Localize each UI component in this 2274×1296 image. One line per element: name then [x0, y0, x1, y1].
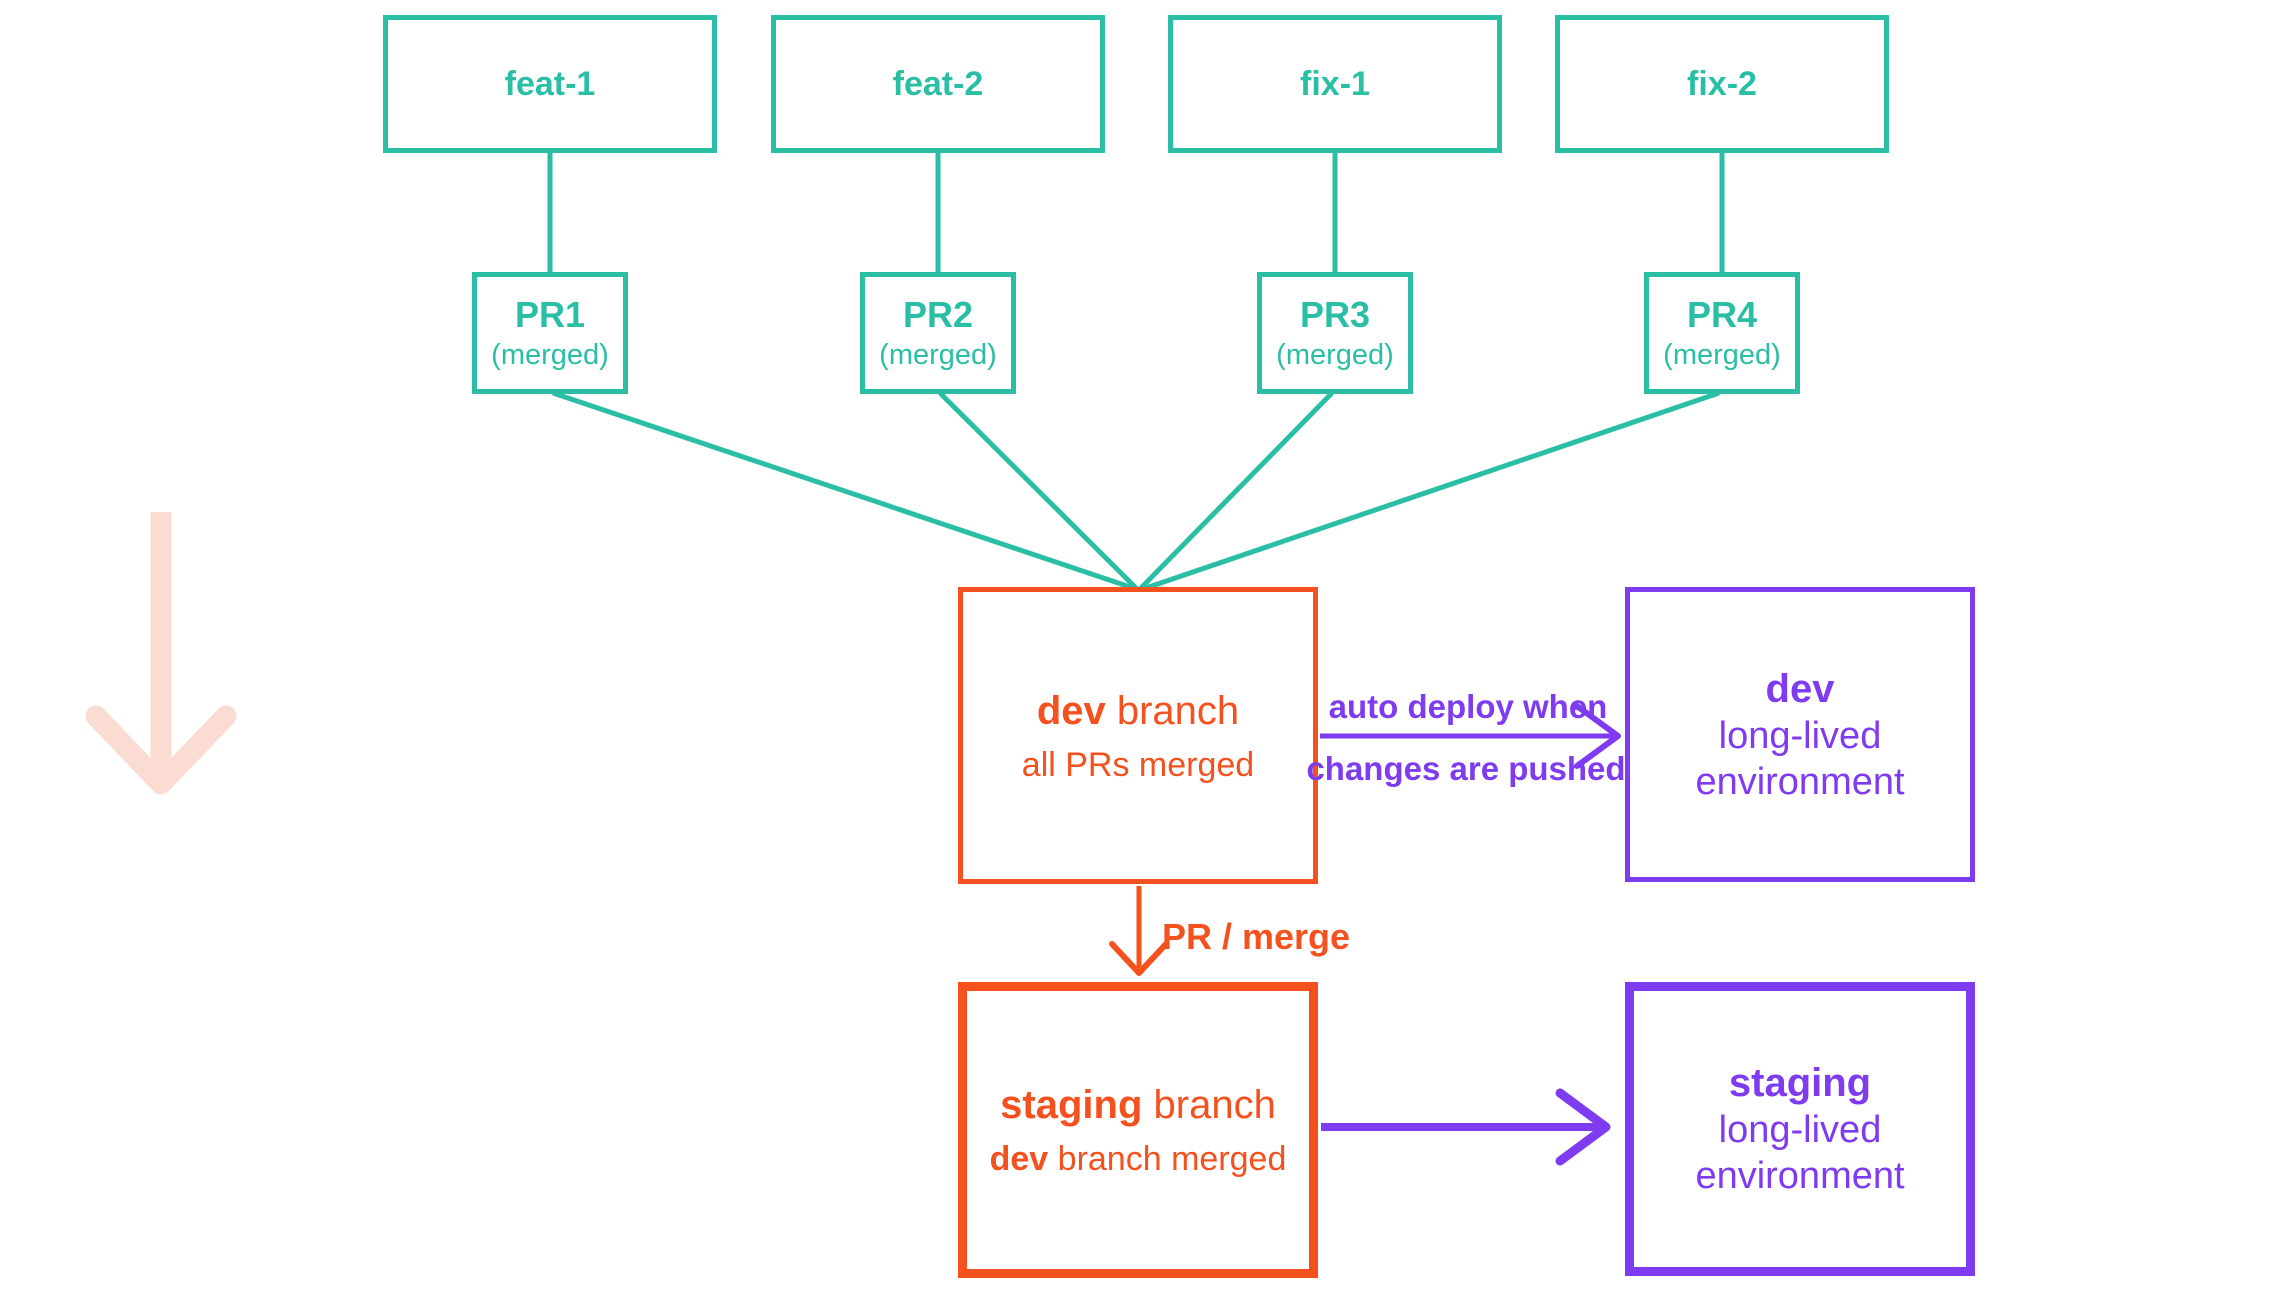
pr-label: PR4 — [1686, 293, 1758, 335]
big-down-arrow-icon — [85, 512, 237, 795]
branch-label: feat-2 — [892, 64, 984, 103]
connector-pr1-dev — [552, 390, 1137, 592]
pr-label: PR3 — [1299, 293, 1371, 335]
pr-status: (merged) — [879, 338, 997, 371]
pr-status: (merged) — [1276, 338, 1394, 371]
dev-branch-box: dev branch all PRs merged — [958, 587, 1318, 884]
dev-branch-name: dev — [1036, 688, 1106, 733]
staging-environment-box: staging long-lived environment — [1625, 982, 1975, 1276]
pr-merge-arrow — [1109, 886, 1169, 976]
dev-environment-box: dev long-lived environment — [1625, 587, 1975, 882]
staging-branch-subtitle: dev branch merged — [990, 1138, 1287, 1180]
dev-branch-title: dev branch — [1037, 686, 1239, 736]
dev-environment-name: dev — [1765, 666, 1835, 711]
dev-environment-line2: environment — [1695, 760, 1905, 803]
pr-box-3: PR3 (merged) — [1257, 272, 1413, 394]
branch-box-feat-1: feat-1 — [383, 15, 717, 153]
auto-deploy-label-line2: changes are pushed — [1306, 750, 1626, 787]
connector-pr4-dev — [1142, 390, 1720, 592]
pr-label: PR2 — [902, 293, 974, 335]
staging-environment-line1: long-lived — [1718, 1109, 1882, 1151]
staging-environment-line2: environment — [1695, 1155, 1905, 1197]
dev-branch-subtitle: all PRs merged — [1021, 745, 1255, 784]
connector-pr3-dev — [1138, 391, 1334, 591]
staging-branch-name: staging — [1000, 1083, 1143, 1127]
staging-branch-title: staging branch — [1000, 1080, 1276, 1130]
pr-merge-label: PR / merge — [1162, 916, 1351, 957]
dev-branch-name-rest: branch — [1105, 688, 1240, 733]
auto-deploy-label-line1: auto deploy when — [1328, 688, 1608, 725]
branch-box-feat-2: feat-2 — [771, 15, 1105, 153]
branch-box-fix-1: fix-1 — [1168, 15, 1502, 153]
pr-box-4: PR4 (merged) — [1644, 272, 1800, 394]
staging-branch-name-rest: branch — [1142, 1083, 1276, 1127]
pr-status: (merged) — [1663, 338, 1781, 371]
connector-pr2-dev — [938, 391, 1139, 591]
auto-deploy-arrow — [1320, 703, 1621, 769]
pr-box-1: PR1 (merged) — [472, 272, 628, 394]
branch-label: fix-2 — [1687, 64, 1757, 103]
pr-status: (merged) — [491, 338, 609, 371]
branch-label: feat-1 — [504, 64, 596, 103]
branch-box-fix-2: fix-2 — [1555, 15, 1889, 153]
pr-label: PR1 — [514, 293, 586, 335]
branch-label: fix-1 — [1300, 64, 1370, 103]
staging-branch-box: staging branch dev branch merged — [958, 982, 1318, 1278]
dev-environment-line1: long-lived — [1718, 714, 1882, 757]
staging-branch-subtitle-bold: dev — [989, 1140, 1049, 1178]
pr-box-2: PR2 (merged) — [860, 272, 1016, 394]
staging-deploy-arrow — [1321, 1088, 1611, 1166]
staging-environment-name: staging — [1728, 1061, 1872, 1105]
staging-branch-subtitle-rest: branch merged — [1048, 1140, 1287, 1178]
